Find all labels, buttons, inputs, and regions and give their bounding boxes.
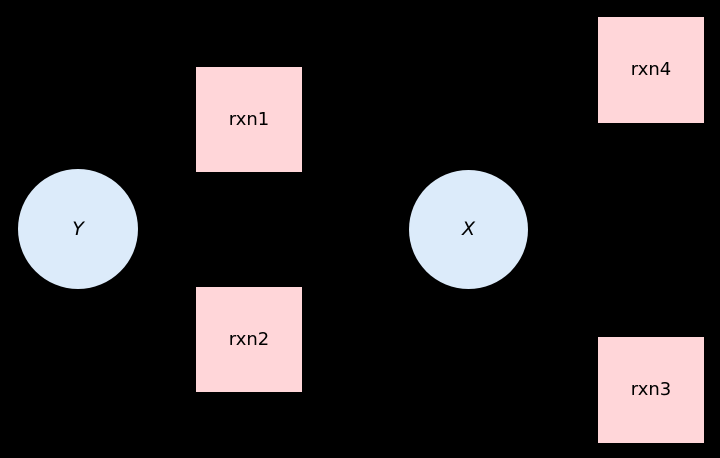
reaction-rxn3-label: rxn3 [630,379,672,400]
metabolite-y-label: Y [72,217,84,240]
metabolite-node-x: X [409,170,528,289]
reaction-node-rxn4: rxn4 [598,17,704,123]
reaction-rxn2-label: rxn2 [228,328,270,350]
metabolite-x-label: X [461,218,476,240]
reaction-node-rxn1: rxn1 [196,67,302,172]
reaction-rxn4-label: rxn4 [630,59,672,80]
reaction-node-rxn2: rxn2 [196,287,302,392]
reaction-rxn1-label: rxn1 [228,108,270,130]
reaction-node-rxn3: rxn3 [598,337,704,443]
metabolite-node-y: Y [18,169,138,289]
